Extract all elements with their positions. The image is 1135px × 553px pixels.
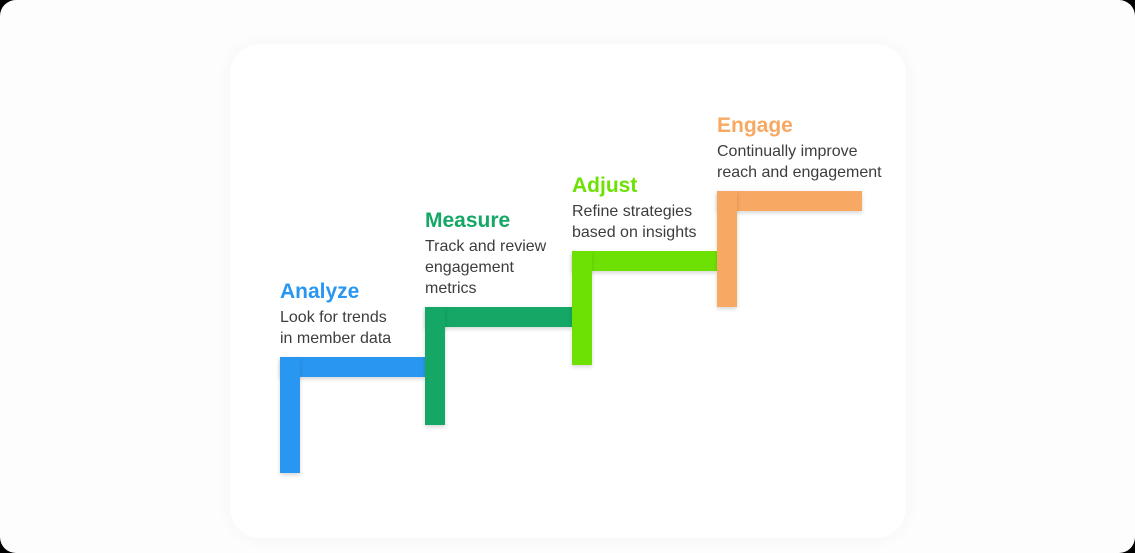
desc-line: metrics: [425, 280, 477, 297]
step-bar-horizontal: [717, 191, 862, 211]
desc-line: based on insights: [572, 224, 697, 241]
desc-line: Continually improve: [717, 143, 858, 160]
step-engage-text: Engage Continually improve reach and eng…: [717, 113, 882, 191]
step-bar-vertical: [572, 251, 592, 365]
diagram-card: Analyze Look for trends in member data M…: [230, 44, 906, 538]
step-bar-horizontal: [280, 357, 425, 377]
step-measure-text: Measure Track and review engagement metr…: [425, 208, 546, 307]
step-title: Analyze: [280, 280, 360, 303]
desc-line: Track and review: [425, 238, 547, 255]
step-bar-vertical: [280, 357, 300, 473]
desc-line: reach and engagement: [717, 164, 882, 181]
step-description: Track and review engagement metrics: [425, 236, 546, 299]
step-description: Refine strategies based on insights: [572, 201, 697, 243]
step-analyze-text: Analyze Look for trends in member data: [280, 279, 391, 357]
step-bar-horizontal: [425, 307, 572, 327]
step-adjust-text: Adjust Refine strategies based on insigh…: [572, 173, 697, 251]
step-title: Engage: [717, 114, 793, 137]
desc-line: engagement: [425, 259, 514, 276]
desc-line: Refine strategies: [572, 203, 693, 220]
step-bar-vertical: [717, 191, 737, 307]
desc-line: Look for trends: [280, 309, 387, 326]
step-bar-vertical: [425, 307, 445, 425]
step-description: Continually improve reach and engagement: [717, 141, 882, 183]
step-bar-horizontal: [572, 251, 717, 271]
step-title: Measure: [425, 209, 511, 232]
step-description: Look for trends in member data: [280, 307, 391, 349]
step-title: Adjust: [572, 174, 638, 197]
desc-line: in member data: [280, 330, 392, 347]
